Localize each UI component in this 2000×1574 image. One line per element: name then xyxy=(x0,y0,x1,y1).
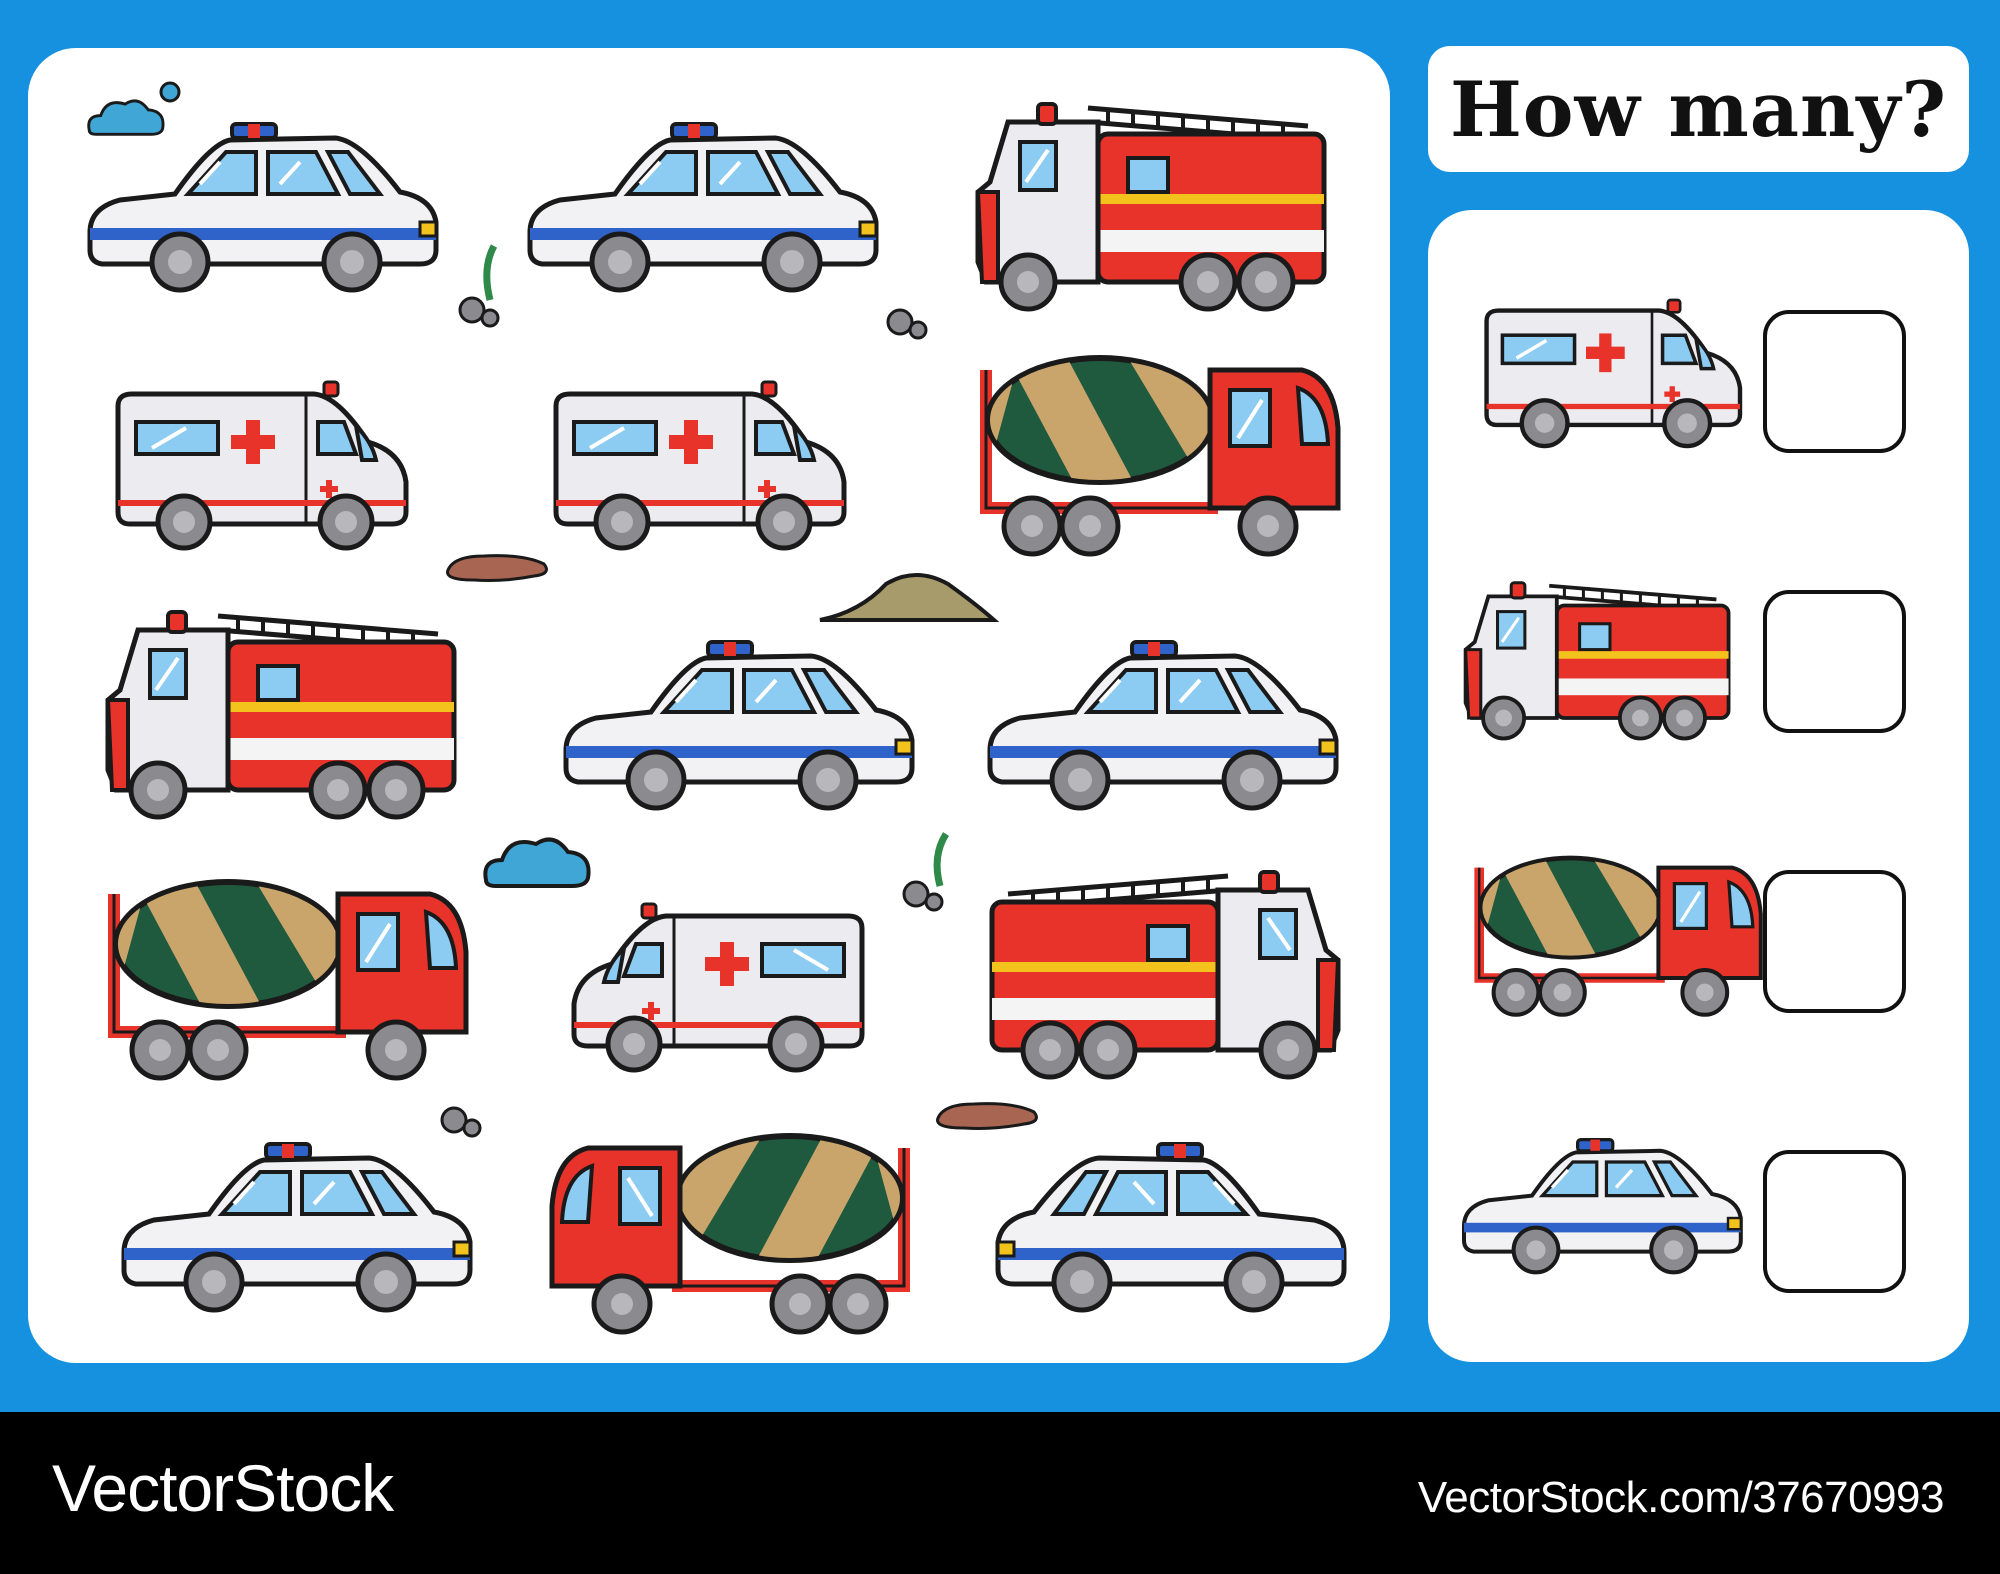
answer-box-police-car[interactable] xyxy=(1763,1150,1906,1293)
answer-box-ambulance[interactable] xyxy=(1763,310,1906,453)
counting-scene-panel xyxy=(28,48,1390,1363)
answer-box-cement-mixer[interactable] xyxy=(1763,870,1906,1013)
answer-box-fire-truck[interactable] xyxy=(1763,590,1906,733)
image-url: VectorStock.com/37670993 xyxy=(1417,1473,1945,1522)
title-box: How many? xyxy=(1428,46,1969,172)
page-title: How many? xyxy=(1450,64,1947,154)
vectorstock-logo: VectorStock xyxy=(52,1451,394,1525)
footer-bar xyxy=(0,1412,2000,1574)
